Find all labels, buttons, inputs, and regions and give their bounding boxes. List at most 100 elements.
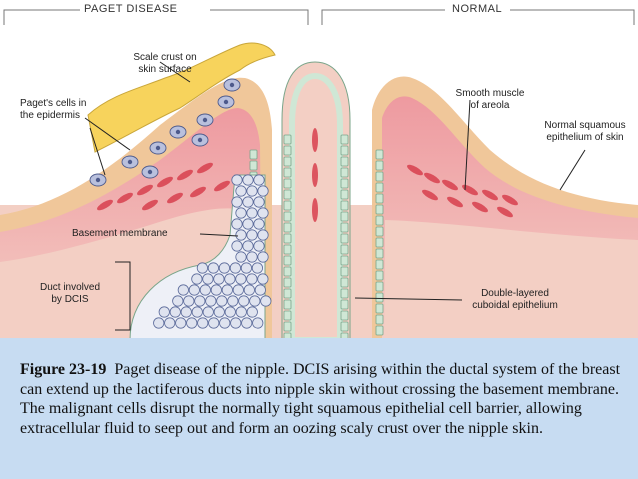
muscle-bundle	[157, 176, 173, 188]
normal-skin	[372, 76, 638, 341]
tumor-cell	[194, 295, 206, 307]
tumor-cell	[246, 185, 258, 197]
tumor-cell	[197, 317, 209, 329]
tumor-cell	[180, 306, 192, 318]
lining-cell	[375, 325, 384, 336]
tumor-cell	[231, 240, 243, 252]
figure-caption: Figure 23-19 Paget disease of the nipple…	[20, 360, 628, 438]
tumor-cells	[153, 174, 272, 329]
label-pagets-cells: Paget's cells in the epidermis	[20, 98, 87, 121]
muscle-bundle	[312, 198, 318, 222]
tumor-cell	[175, 317, 187, 329]
tumor-cell	[210, 284, 222, 296]
muscle-bundle	[502, 194, 518, 206]
lining-cell	[283, 156, 292, 167]
paget-cell-nucleus	[95, 177, 101, 183]
tumor-cell	[202, 273, 214, 285]
tumor-cell	[196, 262, 208, 274]
tumor-cell	[191, 273, 203, 285]
tumor-cell	[257, 185, 269, 197]
tumor-cell	[242, 196, 254, 208]
muscle-bundle	[472, 201, 488, 213]
muscle-bundle	[482, 189, 498, 201]
muscle-bundle	[462, 184, 478, 196]
tumor-cell	[257, 273, 269, 285]
tumor-cell	[227, 295, 239, 307]
tumor-cell	[253, 174, 265, 186]
muscle-bundle	[142, 199, 158, 211]
lining-cell	[283, 310, 292, 321]
tumor-cell	[205, 295, 217, 307]
lining-cell	[375, 193, 384, 204]
tumor-cell	[232, 284, 244, 296]
tumor-cell	[219, 317, 231, 329]
header-frame	[3, 9, 635, 25]
lining-cell	[283, 233, 292, 244]
lining-cell	[340, 222, 349, 233]
paget-cell-nucleus	[229, 82, 235, 88]
lining-cell	[375, 204, 384, 215]
tumor-cell	[177, 284, 189, 296]
smooth-muscle-bundles	[97, 128, 518, 222]
paget-cell-nucleus	[127, 159, 133, 165]
tumor-cell	[199, 284, 211, 296]
muscle-bundle	[117, 192, 133, 204]
paget-cells	[89, 78, 241, 187]
lining-cell	[283, 244, 292, 255]
tumor-cell	[153, 317, 165, 329]
lining-cell	[375, 149, 384, 160]
muscle-bundle	[447, 196, 463, 208]
lining-cell	[375, 259, 384, 270]
muscle-bundle	[137, 184, 153, 196]
lining-cell	[340, 178, 349, 189]
paget-cell-nucleus	[197, 137, 203, 143]
tumor-cell	[252, 317, 264, 329]
paget-cell-nucleus	[202, 117, 208, 123]
tumor-cell	[231, 174, 243, 186]
tumor-cell	[246, 251, 258, 263]
tumor-cell	[221, 284, 233, 296]
tumor-cell	[253, 196, 265, 208]
tumor-cell	[257, 251, 269, 263]
lining-cell	[375, 237, 384, 248]
leader-lines	[84, 61, 586, 331]
tumor-cell	[224, 306, 236, 318]
lining-cell	[375, 160, 384, 171]
lining-cell	[283, 145, 292, 156]
tumor-cell	[191, 306, 203, 318]
lining-cell	[375, 248, 384, 259]
tumor-cell	[246, 207, 258, 219]
scale-crust	[87, 42, 276, 153]
tumor-cell	[213, 273, 225, 285]
tumor-cell	[241, 317, 253, 329]
lining-cell	[375, 182, 384, 193]
tumor-cell	[235, 251, 247, 263]
lining-cell	[375, 171, 384, 182]
muscle-bundle	[424, 172, 440, 184]
lining-cell	[340, 277, 349, 288]
muscle-bundle	[177, 169, 193, 181]
muscle-bundle	[422, 189, 438, 201]
lining-cell	[375, 281, 384, 292]
lining-cell	[375, 292, 384, 303]
tumor-cell	[158, 306, 170, 318]
tumor-cell	[218, 262, 230, 274]
muscle-bundle	[407, 164, 423, 176]
muscle-bundle	[442, 179, 458, 191]
label-scale-crust: Scale crust on skin surface	[133, 52, 197, 75]
tumor-cell	[251, 262, 263, 274]
lining-cell	[375, 226, 384, 237]
lining-cell	[340, 156, 349, 167]
tumor-cell	[235, 273, 247, 285]
lining-cell	[283, 189, 292, 200]
muscle-bundle	[197, 162, 213, 174]
lining-cell	[340, 310, 349, 321]
lining-cell	[340, 288, 349, 299]
label-double-layered: Double-layered cuboidal epithelium	[472, 288, 558, 311]
tumor-cell	[164, 317, 176, 329]
lining-cell	[340, 255, 349, 266]
tumor-cell	[260, 295, 272, 307]
caption-body: Paget disease of the nipple. DCIS arisin…	[20, 361, 621, 437]
tumor-cell	[235, 306, 247, 318]
paget-cell-nucleus	[147, 169, 153, 175]
